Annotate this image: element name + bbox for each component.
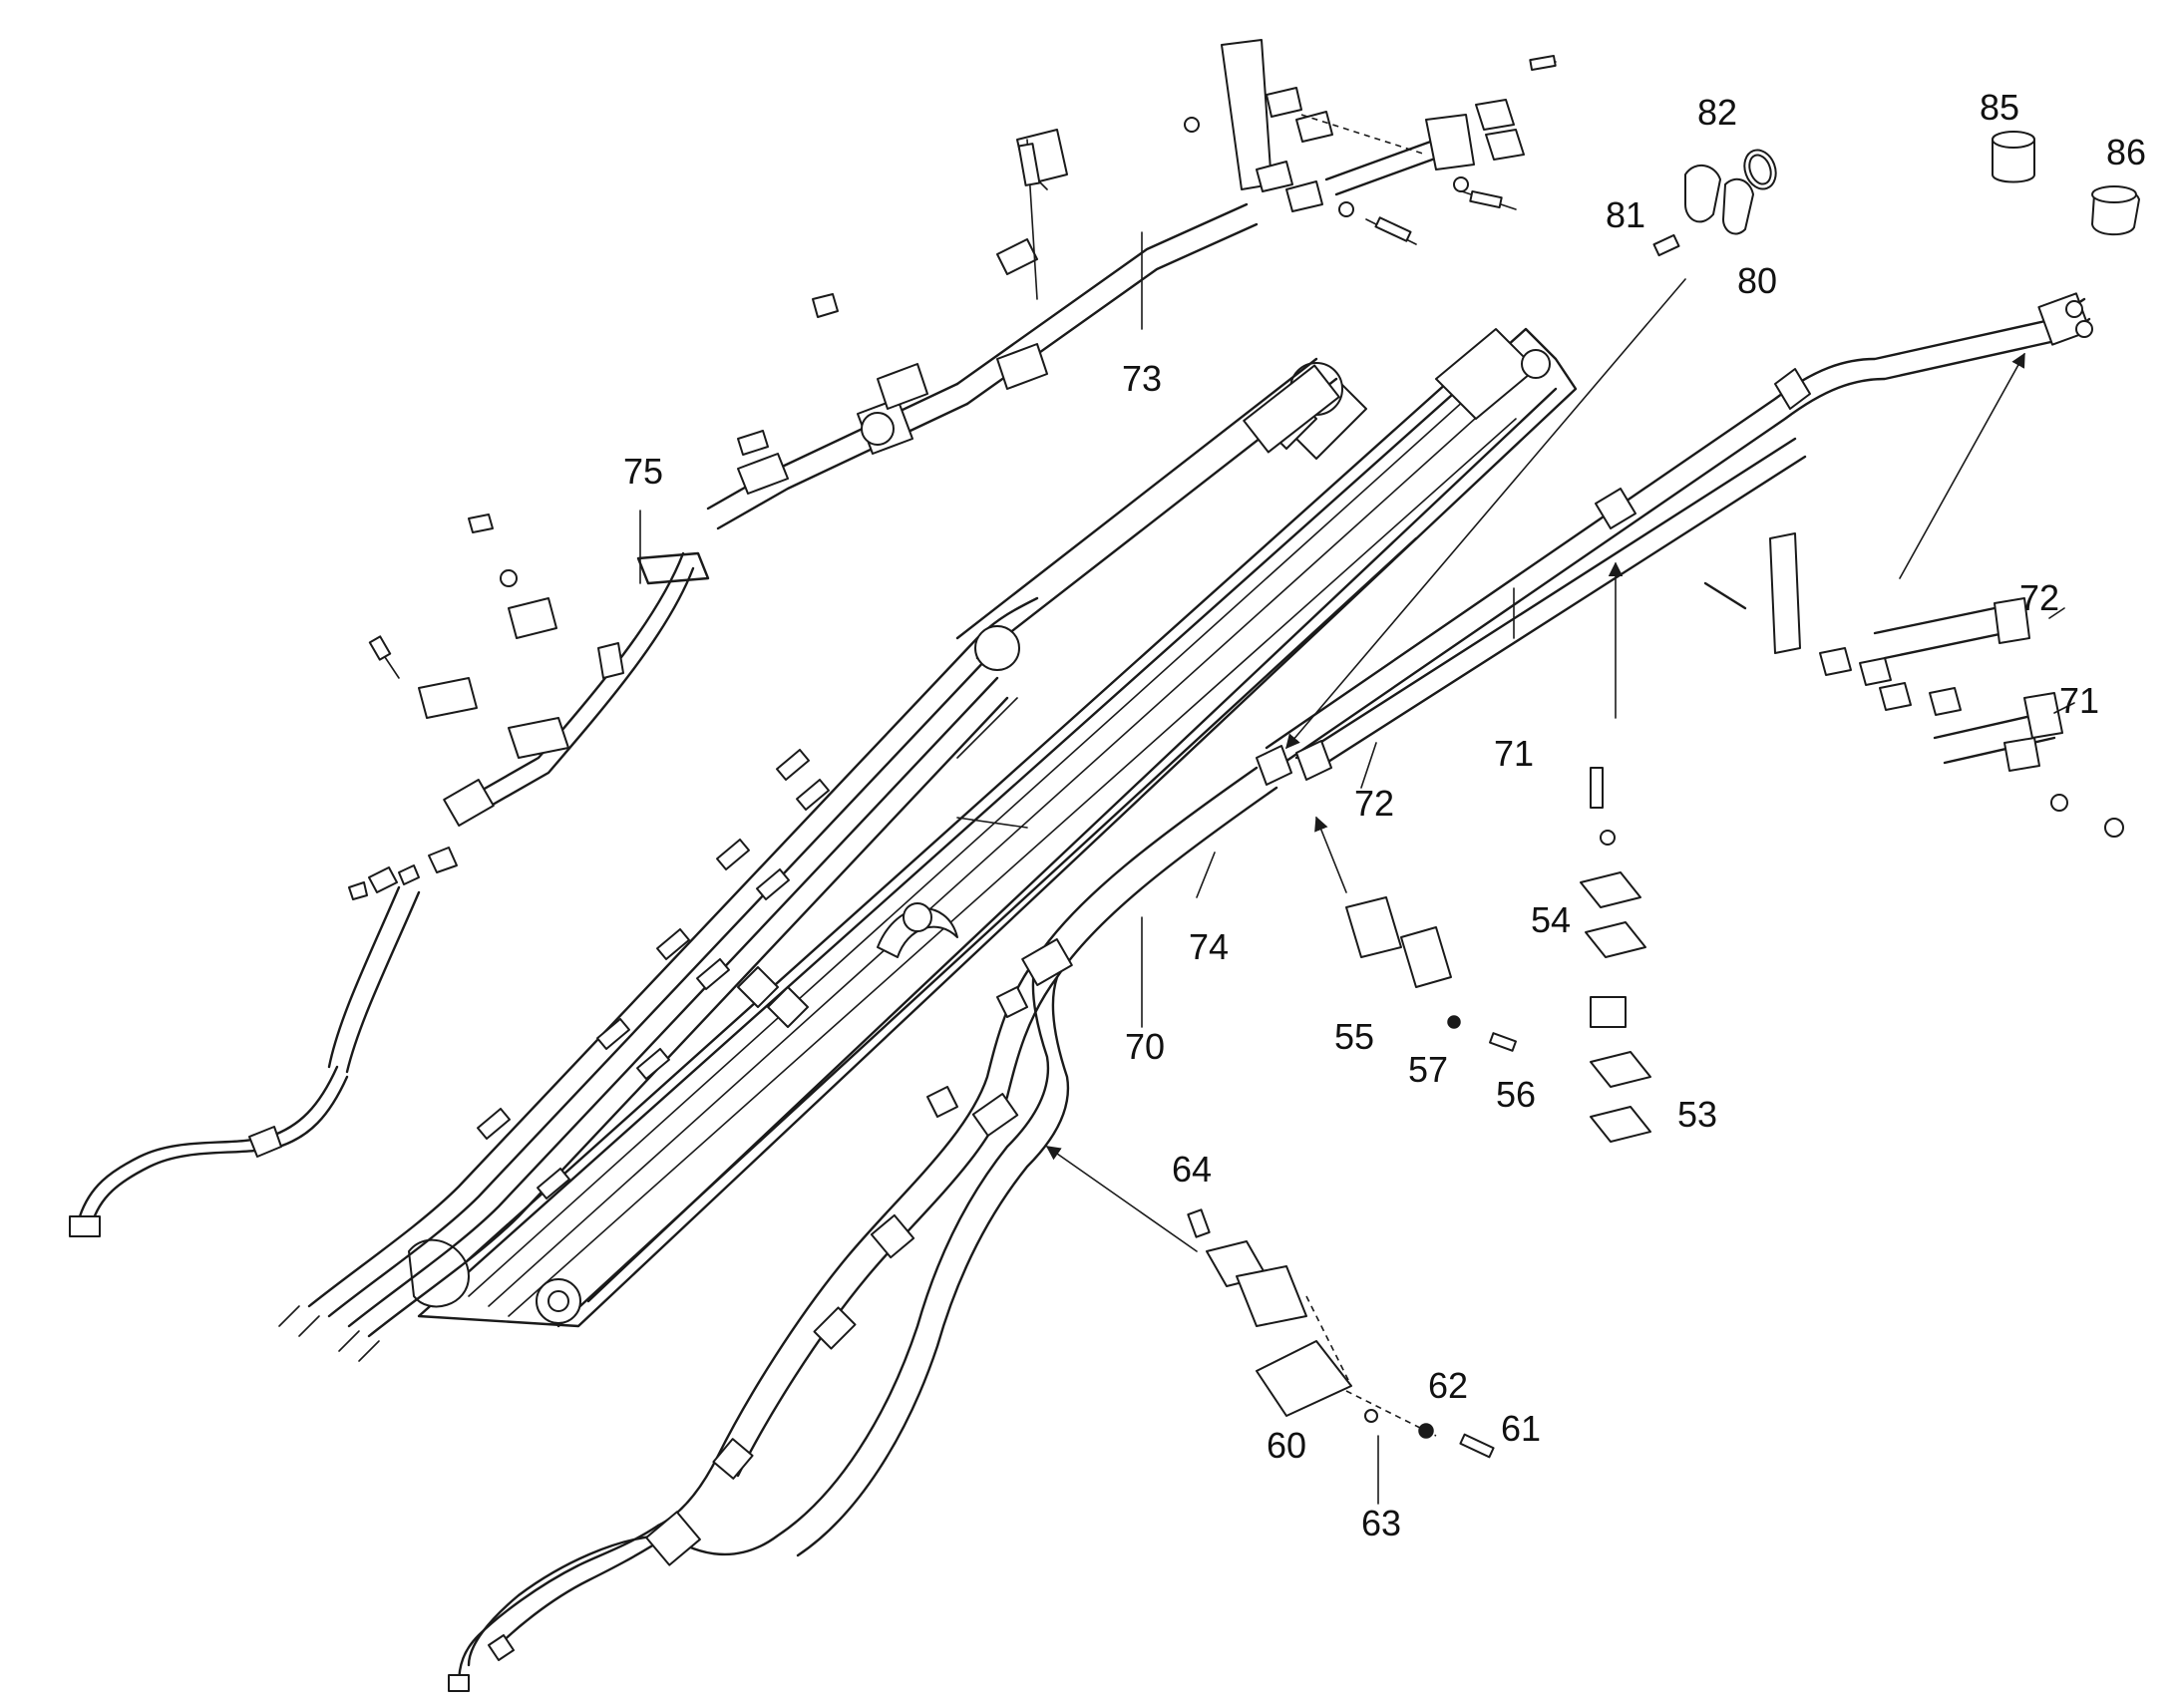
callout-55: 55 (1334, 1016, 1374, 1057)
callout-57: 57 (1408, 1049, 1448, 1090)
callout-71: 71 (1494, 733, 1534, 774)
boom-assembly (278, 327, 1578, 1362)
callout-60: 60 (1267, 1425, 1306, 1466)
leader-lines (639, 231, 2075, 1505)
pipe-assembly-73 (706, 39, 1557, 530)
clamp-parts-53-57 (1345, 767, 1651, 1143)
callout-61: 61 (1501, 1408, 1541, 1449)
callout-73: 73 (1122, 358, 1162, 399)
callout-74: 74 (1189, 926, 1229, 967)
callout-72-right: 72 (2019, 577, 2059, 618)
callout-80: 80 (1737, 260, 1777, 301)
pipe-assembly-right (448, 292, 2093, 1692)
callout-86: 86 (2106, 132, 2146, 172)
callout-72: 72 (1354, 783, 1394, 824)
callout-labels: 82 81 80 85 86 73 75 72 71 71 72 74 70 5… (623, 87, 2146, 1543)
callout-81: 81 (1606, 194, 1645, 235)
hose-assembly-75 (69, 513, 710, 1237)
callout-53: 53 (1677, 1094, 1717, 1135)
callout-63: 63 (1361, 1503, 1401, 1543)
pipe-parts-71-72 (1703, 532, 2124, 838)
callout-64: 64 (1172, 1149, 1212, 1190)
callout-62: 62 (1428, 1365, 1468, 1406)
callout-71-right: 71 (2059, 680, 2099, 721)
callout-75: 75 (623, 451, 663, 492)
callout-70: 70 (1125, 1026, 1165, 1067)
callout-82: 82 (1697, 92, 1737, 133)
fitting-group-80-82 (1652, 131, 2140, 257)
bracket-parts-60-64 (1187, 1208, 1495, 1459)
callout-54: 54 (1531, 899, 1571, 940)
callout-56: 56 (1496, 1074, 1536, 1115)
callout-85: 85 (1980, 87, 2019, 128)
